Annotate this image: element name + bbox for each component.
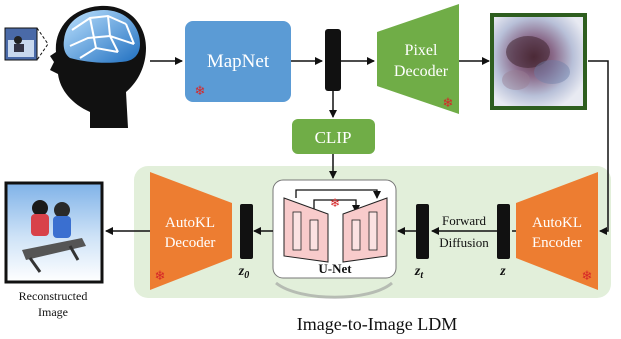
z-latent-bar bbox=[497, 204, 510, 259]
reconstructed-caption-1: Reconstructed bbox=[19, 289, 88, 303]
head-brain-icon bbox=[50, 5, 146, 128]
reconstructed-caption-2: Image bbox=[38, 305, 68, 319]
unet-feature-block bbox=[368, 211, 378, 251]
autokl-decoder-block bbox=[150, 172, 232, 290]
forward-diffusion-label-1: Forward bbox=[442, 213, 487, 228]
unet-skip-connections bbox=[295, 189, 381, 213]
autokl-encoder-label-2: Encoder bbox=[532, 235, 582, 251]
autokl-encoder-block bbox=[516, 172, 598, 290]
ldm-title: Image-to-Image LDM bbox=[297, 314, 457, 334]
predicted-latent-bar bbox=[325, 29, 341, 91]
snowflake-icon: ❄ bbox=[330, 196, 340, 210]
stimulus-thumbnail bbox=[4, 27, 49, 61]
autokl-encoder-label-1: AutoKL bbox=[532, 215, 582, 231]
unet-feature-block bbox=[292, 211, 302, 251]
pixel-decoder-label-1: Pixel bbox=[405, 42, 438, 59]
autokl-decoder-label-2: Decoder bbox=[165, 235, 216, 251]
reconstructed-image bbox=[4, 181, 104, 284]
unet-label: U-Net bbox=[318, 261, 352, 276]
snowflake-icon: ❄ bbox=[155, 268, 166, 283]
autokl-decoder-label-1: AutoKL bbox=[165, 215, 215, 231]
clip-label: CLIP bbox=[315, 128, 352, 147]
snowflake-icon: ❄ bbox=[195, 83, 206, 98]
pixel-decoder-block bbox=[377, 4, 459, 114]
clip-block bbox=[292, 119, 375, 154]
unet-feature-block bbox=[309, 219, 319, 251]
arrow-image-to-autokl-encoder bbox=[588, 60, 609, 235]
denoising-loop-arrow bbox=[275, 281, 393, 299]
forward-diffusion-label-2: Diffusion bbox=[439, 235, 489, 250]
mapnet-block bbox=[185, 21, 291, 102]
snowflake-icon: ❄ bbox=[443, 95, 454, 110]
z0-latent-bar bbox=[240, 204, 253, 259]
z-label: z bbox=[499, 264, 506, 279]
unet-feature-block bbox=[351, 219, 361, 251]
pixel-decoder-label-2: Decoder bbox=[394, 63, 449, 80]
zt-label: zt bbox=[414, 264, 424, 281]
mapnet-label: MapNet bbox=[207, 51, 270, 72]
coarse-reconstruction-image bbox=[490, 13, 587, 110]
z0-label: z0 bbox=[238, 264, 249, 281]
zt-latent-bar bbox=[416, 204, 429, 259]
snowflake-icon: ❄ bbox=[582, 268, 593, 283]
